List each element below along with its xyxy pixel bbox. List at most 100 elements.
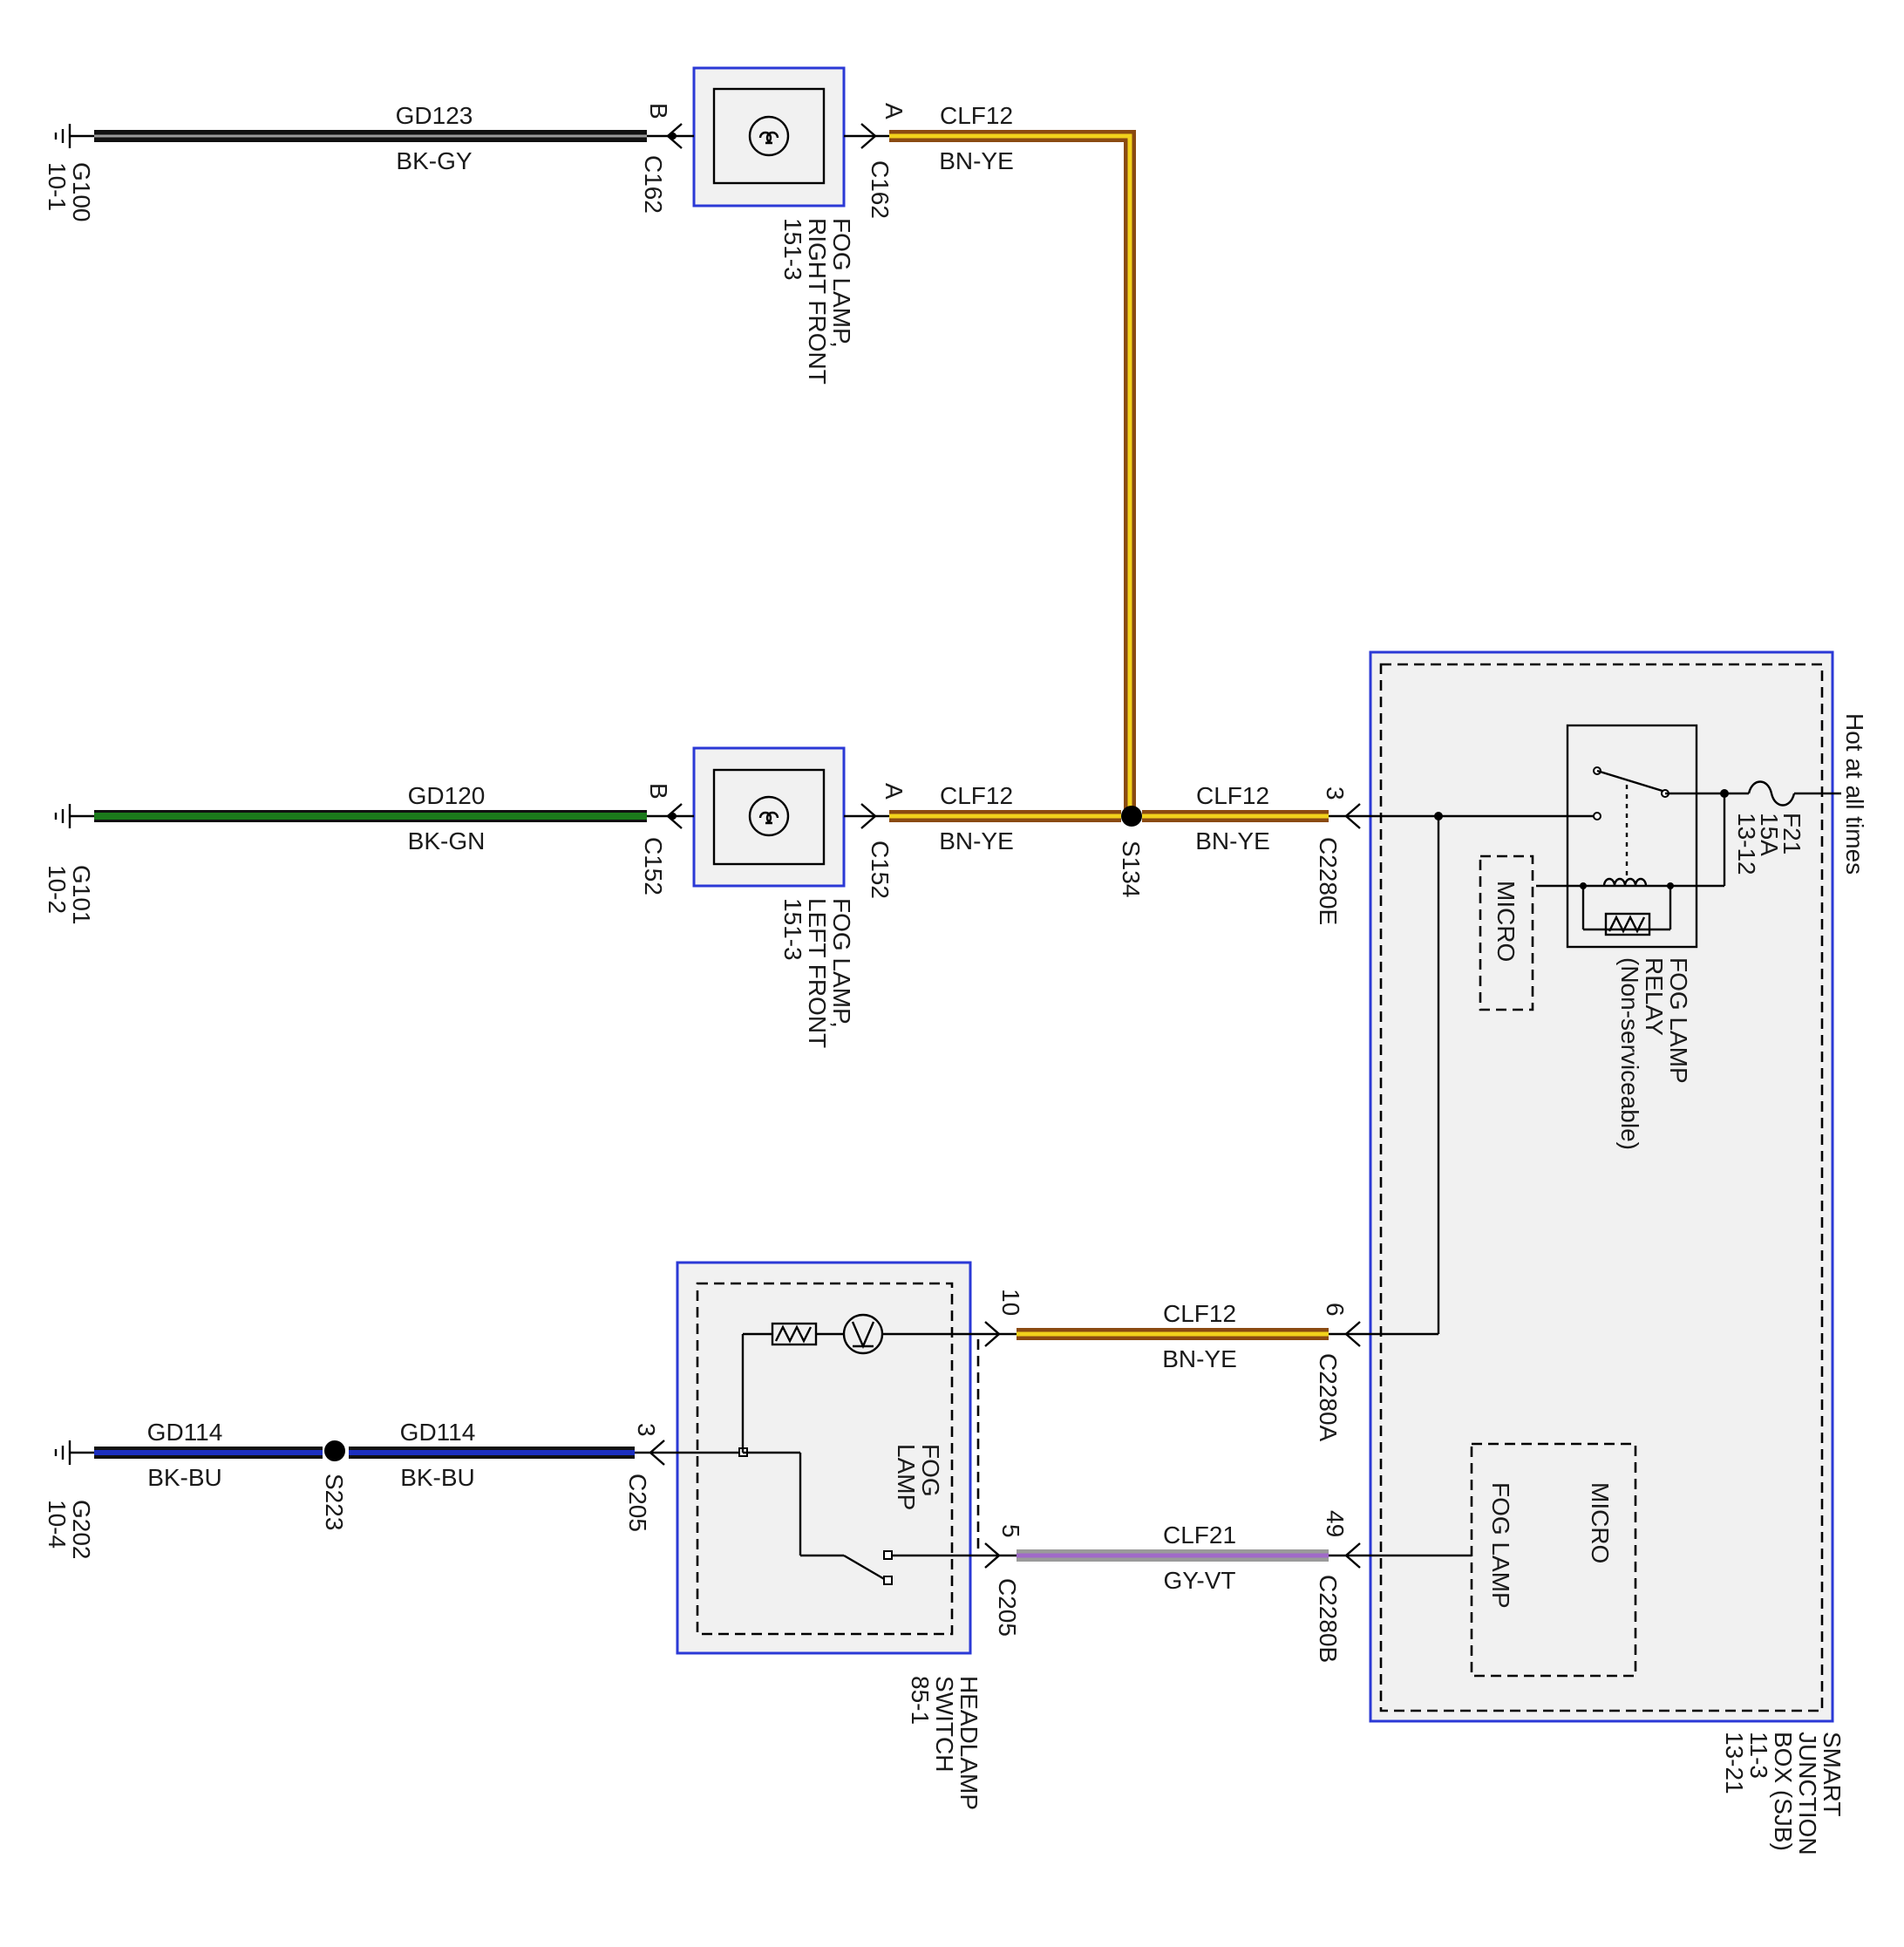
switch-function-label: LAMP [893, 1444, 920, 1510]
connector-label: C205 [994, 1578, 1021, 1637]
connector-c2280e-3[interactable] [1344, 803, 1361, 829]
wire-color-label: BN-YE [939, 827, 1014, 854]
circuit-label: GD114 [400, 1419, 476, 1446]
pin-label: B [645, 103, 672, 119]
bulb-icon [748, 115, 790, 157]
pin-label: 3 [1322, 786, 1349, 800]
fog-lamp-input-label: FOG LAMP [1487, 1482, 1514, 1609]
connector-label: C2280B [1315, 1575, 1342, 1663]
fog-lamp-left-front[interactable] [692, 746, 846, 888]
wire-color-label: BK-GN [408, 827, 486, 854]
splice-label: S223 [321, 1474, 348, 1530]
ground-g202-label: G202 [68, 1500, 95, 1560]
connector-c152-b[interactable] [666, 803, 683, 829]
relay-coil-icon [1602, 877, 1648, 887]
connector-c2280a-6[interactable] [1344, 1321, 1361, 1347]
connector-c205-3[interactable] [649, 1440, 665, 1466]
ground-g202-icon [54, 1440, 94, 1465]
micro-box-1 [1479, 854, 1534, 1011]
filament-icon [758, 131, 779, 145]
relay-label: RELAY [1641, 957, 1668, 1036]
component-label: JUNCTION [1794, 1732, 1821, 1855]
fuse-icon [1747, 780, 1796, 807]
connector-c205-5[interactable] [984, 1542, 1001, 1569]
component-label: FOG LAMP, [828, 218, 855, 348]
filament-icon [758, 811, 779, 825]
rotated-labels: G100 10-1 G101 10-2 G202 10-4 B A B A 3 … [44, 103, 1868, 1855]
headlamp-switch-outer [676, 1261, 972, 1655]
connector-c162-a[interactable] [860, 123, 877, 149]
circuit-label: CLF12 [1196, 782, 1269, 809]
connector-c162-b[interactable] [666, 123, 683, 149]
wire-clf12-top[interactable] [889, 130, 1136, 814]
micro-label: MICRO [1587, 1482, 1614, 1563]
circuit-label: CLF21 [1163, 1522, 1236, 1549]
connector-label: C162 [867, 160, 894, 219]
fog-lamp-right-front[interactable] [692, 66, 846, 208]
sjb-module-outer [1369, 650, 1834, 1723]
power-source-label: Hot at all times [1841, 713, 1868, 875]
component-label: 151-3 [779, 218, 806, 281]
component-label: LEFT FRONT [804, 898, 831, 1048]
connector-c152-a[interactable] [860, 803, 877, 829]
splice-s134[interactable] [1121, 806, 1142, 827]
pin-label: A [881, 783, 908, 800]
circuit-label: GD114 [147, 1419, 223, 1446]
wire-color-label: BN-YE [1162, 1345, 1237, 1372]
ground-g101-icon [54, 804, 94, 828]
connector-label: C152 [867, 841, 894, 899]
component-label: 151-3 [779, 898, 806, 961]
circuit-label: GD120 [408, 782, 486, 809]
connector-label: C152 [640, 837, 667, 895]
bulb-icon [748, 795, 790, 837]
micro-label: MICRO [1493, 881, 1520, 962]
fuse-label: 13-12 [1733, 813, 1760, 875]
pin-label: 3 [633, 1423, 660, 1437]
component-label: BOX (SJB) [1770, 1732, 1797, 1851]
sjb-module-inner [1379, 663, 1824, 1712]
wire-color-label: GY-VT [1164, 1567, 1236, 1594]
pin-label: 10 [997, 1289, 1024, 1316]
ground-g101-label: G101 [68, 865, 95, 925]
component-label: SWITCH [931, 1676, 958, 1772]
pin-label: 6 [1322, 1303, 1349, 1317]
ground-g100-icon [54, 124, 94, 148]
connector-c205-10[interactable] [984, 1321, 1001, 1347]
pin-label: 5 [997, 1524, 1024, 1538]
pin-label: A [881, 103, 908, 119]
ground-g100-label: G100 [68, 162, 95, 222]
wire-color-label: BK-BU [400, 1464, 475, 1491]
wire-color-label: BN-YE [1195, 827, 1270, 854]
wire-color-label: BK-GY [396, 147, 472, 174]
splice-s223[interactable] [324, 1440, 345, 1461]
component-label: FOG LAMP, [828, 898, 855, 1028]
resistor-icon [1608, 915, 1646, 934]
component-label: 11-3 [1745, 1732, 1772, 1779]
circuit-label: CLF12 [940, 782, 1013, 809]
fuse-label: F21 [1778, 813, 1805, 854]
component-label: HEADLAMP [955, 1676, 983, 1810]
circuit-label: CLF12 [1163, 1300, 1236, 1327]
ground-g101-ref: 10-2 [44, 865, 71, 914]
circuit-label: CLF12 [940, 102, 1013, 129]
indicator-resistor-icon [774, 1324, 813, 1344]
pin-label: B [645, 783, 672, 800]
component-label: 13-21 [1721, 1732, 1748, 1794]
relay-contact-icon [1596, 769, 1666, 793]
fog-lamp-relay[interactable] [1566, 724, 1698, 949]
splice-label: S134 [1118, 841, 1145, 897]
headlamp-switch-inner [696, 1282, 954, 1636]
connector-label: C162 [640, 155, 667, 214]
wire-color-label: BK-BU [147, 1464, 222, 1491]
wire-color-label: BN-YE [939, 147, 1014, 174]
switch-function-label: FOG [917, 1444, 944, 1497]
circuit-label: GD123 [396, 102, 473, 129]
connector-c2280b-49[interactable] [1344, 1542, 1361, 1569]
pin-label: 49 [1322, 1510, 1349, 1537]
ground-g100-ref: 10-1 [44, 162, 71, 211]
component-label: SMART [1819, 1732, 1846, 1817]
relay-label: FOG LAMP [1665, 957, 1692, 1084]
component-label: 85-1 [907, 1676, 934, 1725]
relay-label: (Non-serviceable) [1616, 957, 1643, 1150]
